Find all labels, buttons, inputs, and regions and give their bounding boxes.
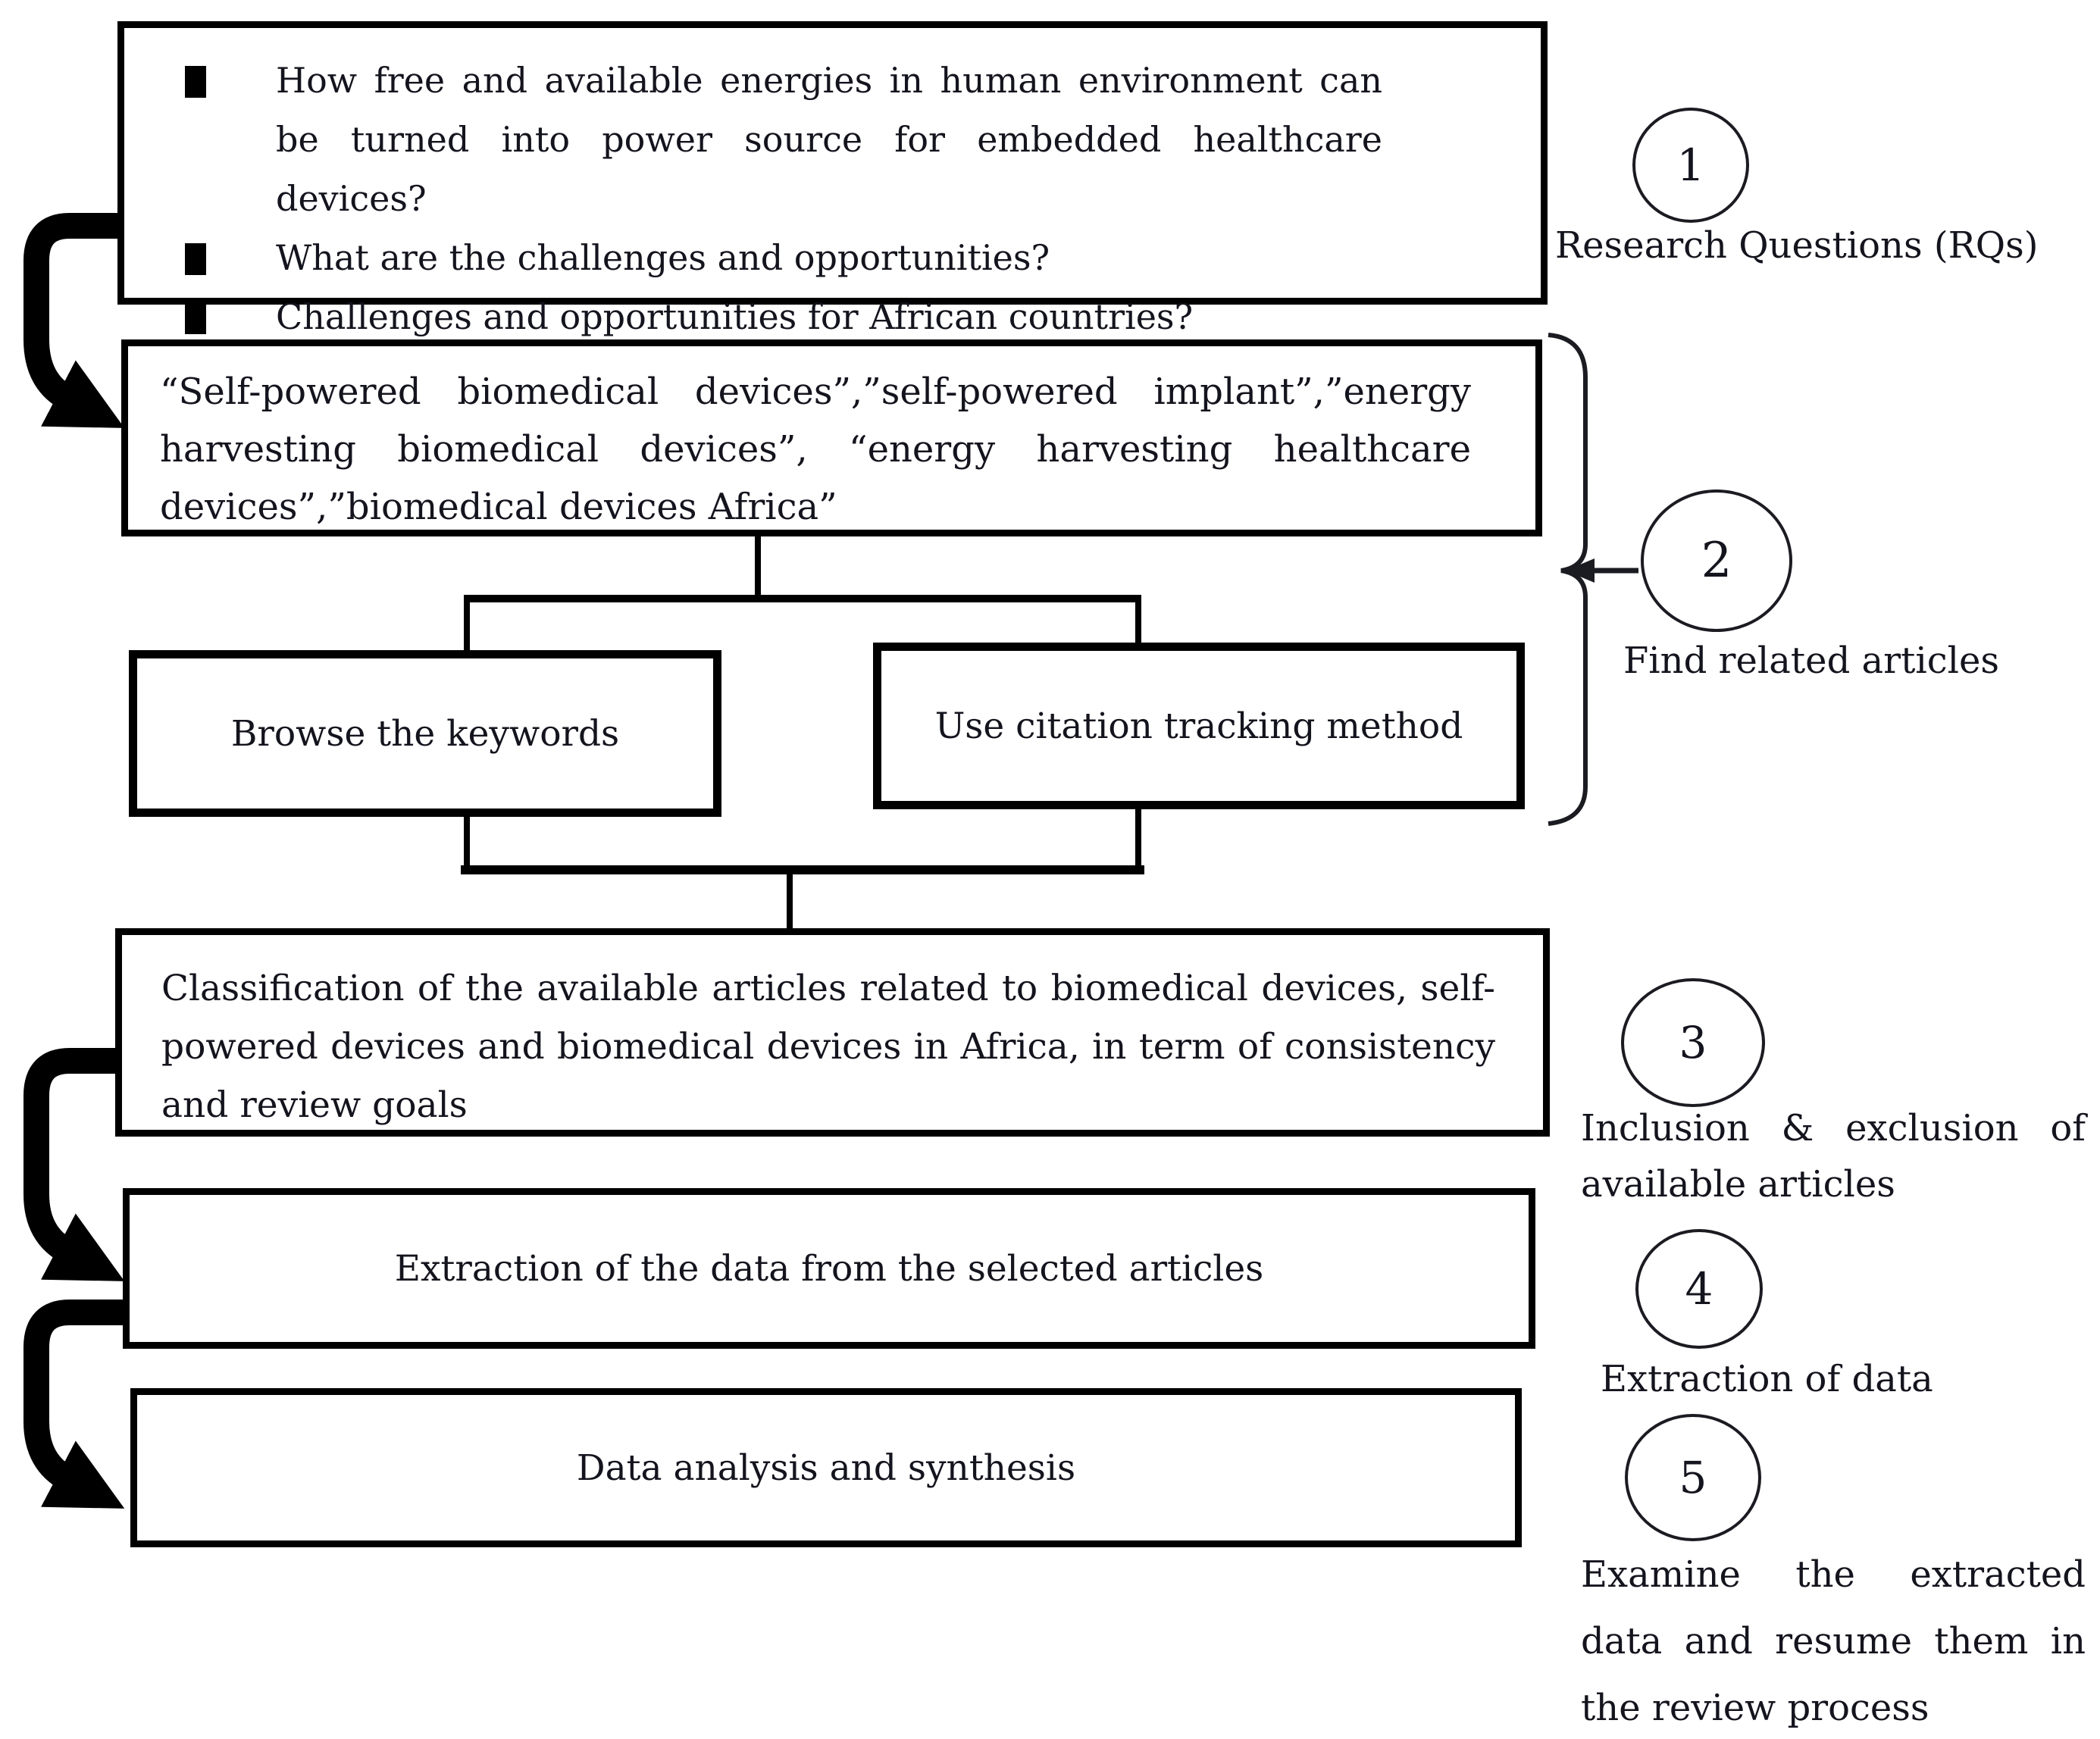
label-line: available articles [1581, 1163, 1895, 1206]
rq-to-keywords-arrow [23, 213, 125, 428]
bullet-square-icon [185, 243, 206, 275]
classification-box: Classification of the available articles… [115, 928, 1550, 1137]
search-keywords-box: “Self-powered biomedical devices”,”self-… [121, 339, 1542, 536]
step-label-examine-data: Examine the extracted data and resume th… [1581, 1541, 2086, 1739]
rq-bullet-item: Challenges and opportunities for African… [155, 287, 1510, 346]
step-label-extraction: Extraction of data [1601, 1355, 2055, 1403]
browse-keywords-label: Browse the keywords [230, 712, 620, 755]
data-extraction-label: Extraction of the data from the selected… [394, 1247, 1264, 1290]
rq-bullet-item: How free and available energies in human… [155, 51, 1510, 228]
bullet-square-icon [185, 66, 206, 98]
step-circle-5: 5 [1625, 1414, 1761, 1541]
step-circle-4: 4 [1635, 1229, 1763, 1349]
label-line: data and resume them in [1581, 1620, 2086, 1662]
step-circle-2: 2 [1641, 489, 1792, 632]
research-questions-box: How free and available energies in human… [117, 21, 1548, 337]
brace-connector-tip [1566, 558, 1595, 583]
step-number: 1 [1676, 139, 1705, 191]
step-label-research-questions: Research Questions (RQs) [1555, 221, 2086, 270]
citation-tracking-label: Use citation tracking method [934, 705, 1463, 747]
step-number: 2 [1701, 533, 1732, 589]
browse-keywords-box: Browse the keywords [129, 650, 721, 817]
grouping-brace [1548, 333, 1588, 826]
step-number: 4 [1685, 1263, 1713, 1315]
step-number: 3 [1679, 1017, 1707, 1068]
rq-item-text: How free and available energies in human… [276, 60, 1382, 219]
label-line: Research Questions (RQs) [1555, 224, 2039, 267]
step-circle-3: 3 [1621, 978, 1765, 1107]
data-extraction-box: Extraction of the data from the selected… [123, 1188, 1535, 1349]
rq-item-text: What are the challenges and opportunitie… [276, 237, 1050, 278]
step-circle-1: 1 [1632, 108, 1749, 223]
label-line: Extraction of data [1601, 1358, 1933, 1400]
step-number: 5 [1679, 1452, 1707, 1503]
label-line: Find related articles [1623, 640, 2000, 682]
label-line: the review process [1581, 1687, 1929, 1729]
step-label-find-articles: Find related articles [1623, 636, 2063, 685]
citation-tracking-box: Use citation tracking method [873, 643, 1525, 809]
extraction-to-analysis-arrow [23, 1300, 129, 1509]
classification-text: Classification of the available articles… [161, 968, 1495, 1126]
label-line: Examine the extracted [1581, 1553, 2086, 1596]
label-line: Inclusion & exclusion of [1581, 1107, 2086, 1149]
bullet-square-icon [185, 302, 206, 334]
classification-to-extraction-arrow [23, 1048, 126, 1281]
data-analysis-label: Data analysis and synthesis [576, 1447, 1076, 1489]
rq-item-text: Challenges and opportunities for African… [276, 296, 1194, 337]
keywords-text: “Self-powered biomedical devices”,”self-… [160, 371, 1471, 528]
rq-bullet-item: What are the challenges and opportunitie… [155, 228, 1510, 287]
step-label-inclusion-exclusion: Inclusion & exclusion of available artic… [1581, 1100, 2086, 1212]
data-analysis-box: Data analysis and synthesis [130, 1388, 1522, 1547]
